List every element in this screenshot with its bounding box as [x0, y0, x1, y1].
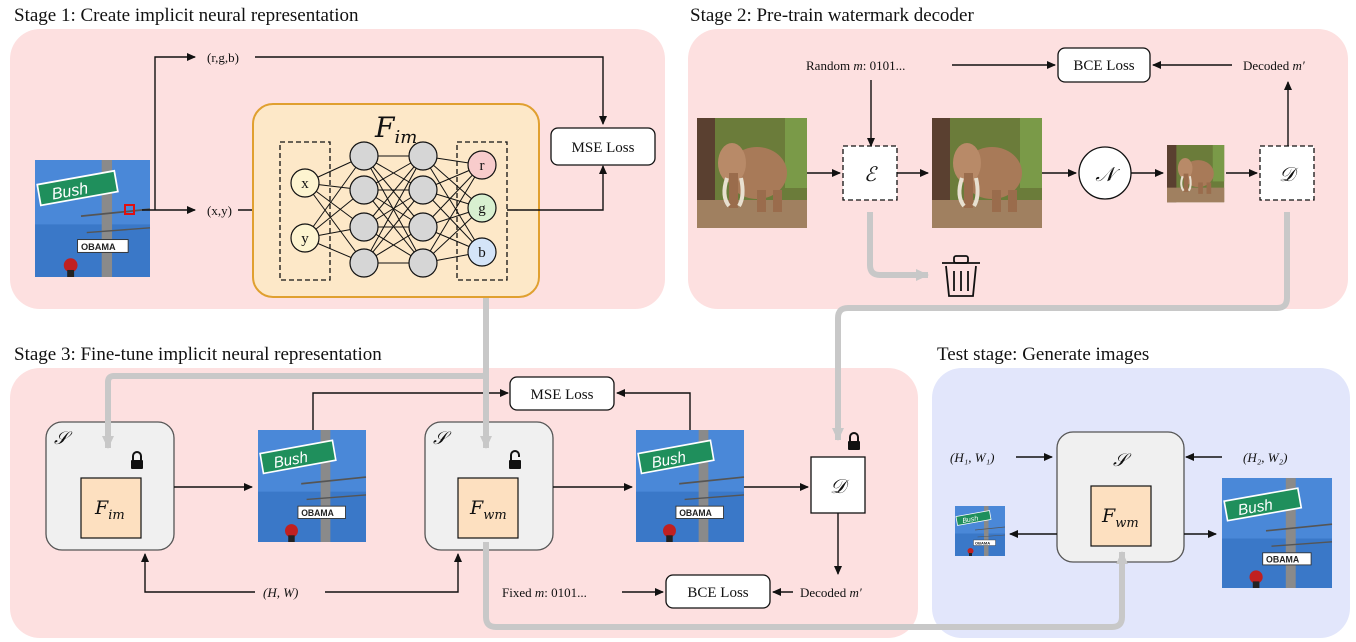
test-f-wm-box — [1090, 485, 1152, 547]
encoder-box — [842, 145, 898, 201]
stage2-bce-loss-box — [1057, 47, 1151, 83]
trash-icon — [942, 255, 980, 297]
stage2-title: Stage 2: Pre-train watermark decoder — [690, 5, 974, 26]
encoder-symbol: ℰ — [864, 162, 878, 186]
hw-label: (H, W) — [263, 585, 298, 600]
stage3-title: Stage 3: Fine-tune implicit neural repre… — [14, 344, 382, 365]
svg-text:x: x — [301, 176, 309, 192]
input-node-x: x — [290, 168, 320, 198]
h2w2-label: (H₂, W₂) — [1243, 450, 1287, 465]
stage1-input-image — [34, 159, 151, 278]
output-layer-box — [456, 141, 508, 281]
stage3-image-2 — [635, 429, 745, 543]
stage3-f-im-label: Fim — [94, 497, 125, 523]
svg-text:y: y — [301, 231, 309, 247]
output-node-b: b — [467, 237, 497, 267]
hidden-layer-1 — [349, 141, 379, 278]
output-node-r: r — [467, 150, 497, 180]
network-edges — [304, 155, 483, 264]
rgb-label: (r,g,b) — [207, 50, 239, 65]
stage3-f-wm-box — [457, 477, 519, 539]
stage3-decoder-box — [810, 456, 866, 514]
stage2-bce-loss: BCE Loss — [1073, 58, 1134, 74]
stage1-title: Stage 1: Create implicit neural represen… — [14, 5, 359, 26]
stage2-decoder-box — [1259, 145, 1315, 201]
stage2-noised-image — [1165, 143, 1226, 204]
stage3-bce-loss-box — [665, 574, 771, 609]
fixed-message: Fixed m: 0101... — [502, 585, 587, 600]
test-f-wm-label: Fwm — [1101, 505, 1139, 531]
svg-text:r: r — [480, 158, 485, 174]
test-large-output — [1221, 477, 1333, 589]
stage3-f-wm-label: Fwm — [469, 497, 507, 523]
random-message: Random m: 0101... — [806, 58, 905, 73]
stage3-mse-loss-box — [509, 376, 615, 411]
test-title: Test stage: Generate images — [937, 344, 1149, 365]
stage2-cover-image — [695, 116, 809, 230]
stage3-f-im-box — [80, 477, 142, 539]
network-box — [252, 103, 540, 298]
stage1-mse-loss: MSE Loss — [572, 140, 635, 156]
stage3-image-1 — [257, 429, 367, 543]
xy-label: (x,y) — [207, 203, 232, 218]
stage3-decoded: Decoded m′ — [800, 585, 862, 600]
svg-text:g: g — [478, 201, 486, 217]
flow-decoder-to-stage3 — [832, 212, 1290, 441]
stage2-decoded: Decoded m′ — [1243, 58, 1305, 73]
stage2-decoder-symbol: 𝒟 — [1279, 162, 1299, 186]
svg-text:b: b — [478, 245, 486, 261]
hidden-layer-2 — [408, 141, 438, 278]
h1w1-label: (H₁, W₁) — [950, 450, 994, 465]
stage3-bce-loss: BCE Loss — [687, 585, 748, 601]
output-node-g: g — [467, 193, 497, 223]
flow-fwm-to-test — [483, 542, 1128, 630]
input-node-y: y — [290, 223, 320, 253]
stage1-mse-loss-box — [550, 127, 656, 166]
network-label: Fim — [374, 111, 417, 148]
stage2-watermarked-image — [930, 116, 1044, 230]
stage3-mse-loss: MSE Loss — [531, 387, 594, 403]
input-layer-box — [279, 141, 331, 281]
test-small-output — [954, 505, 1006, 557]
stage3-decoder-symbol: 𝒟 — [830, 474, 850, 498]
